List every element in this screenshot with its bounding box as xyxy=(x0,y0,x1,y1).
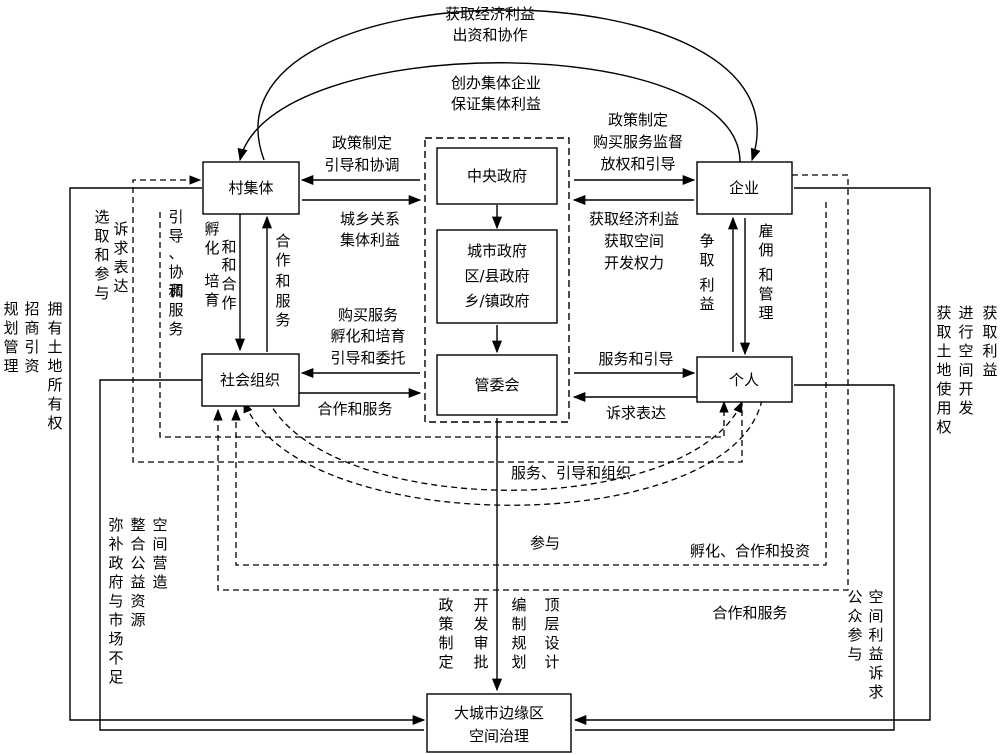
node-chengshi-2: 区/县政府 xyxy=(464,267,529,285)
label-qiye-to-geren-a: 雇佣 xyxy=(758,222,773,259)
label-gov-to-she-3: 引导和委托 xyxy=(330,349,405,367)
label-gov-to-cun-1: 政策制定 xyxy=(332,134,392,152)
label-she-to-cun-a: 合作 xyxy=(275,232,290,269)
label-qiye-to-gov-1: 获取经济利益 xyxy=(589,210,679,228)
node-shehuizuzhi: 社会组织 xyxy=(220,371,280,389)
label-cun-to-she-d: 和合作 xyxy=(221,256,236,312)
label-center-bottom-c: 开发审批 xyxy=(473,596,488,671)
label-fuhua-invest: 孵化、合作和投资 xyxy=(690,542,810,560)
label-cun-to-gov-1: 城乡关系 xyxy=(340,210,400,228)
label-qiye-to-geren-b: 和管理 xyxy=(758,266,773,322)
label-left-mid-c: 弥补政府与市场不足 xyxy=(108,516,123,686)
label-left-mid-a: 空间营造 xyxy=(152,516,167,591)
label-she-to-cun-c: 服务 xyxy=(275,292,290,329)
line-geren-to-target xyxy=(575,384,895,731)
label-cun-to-she-c: 培育 xyxy=(204,272,219,309)
label-gov-to-geren: 服务和引导 xyxy=(598,350,673,368)
dash-geren-to-she xyxy=(243,399,763,506)
label-top-outer-2: 出资和协作 xyxy=(452,26,527,44)
label-right-col3: 获取土地使用权 xyxy=(936,304,951,436)
line-cun-to-target xyxy=(69,187,426,726)
node-target-1: 大城市边缘区 xyxy=(454,704,544,722)
dash-qiye-to-she xyxy=(213,174,849,591)
label-center-bottom-d: 政策制定 xyxy=(438,596,453,671)
dash-geren-to-cun xyxy=(132,175,743,463)
node-target-2: 空间治理 xyxy=(469,727,529,745)
label-hezuo-fuwu: 合作和服务 xyxy=(712,604,787,622)
arrow-cun-to-qiye-outer xyxy=(257,9,761,162)
label-top-inner-1: 创办集体企业 xyxy=(451,74,541,92)
label-she-to-cun-b: 和 xyxy=(275,272,290,290)
label-right-col2: 进行空间开发 xyxy=(958,304,973,417)
label-gov-to-qiye-3: 放权和引导 xyxy=(600,155,675,173)
node-zhongyang-box xyxy=(436,147,558,205)
node-guanweihui: 管委会 xyxy=(474,376,519,394)
label-qiye-to-gov-3: 开发权力 xyxy=(604,254,664,272)
label-gov-to-she-1: 购买服务 xyxy=(338,306,398,324)
node-qiye: 企业 xyxy=(729,179,759,197)
dash-she-to-geren xyxy=(267,399,743,491)
label-geren-dash-b: 选取和参与 xyxy=(94,208,109,302)
label-geren-dash-a: 诉求表达 xyxy=(113,220,128,295)
arrow-qiye-to-cun-inner xyxy=(237,62,741,163)
label-geren-to-gov: 诉求表达 xyxy=(606,404,666,422)
label-gov-to-qiye-1: 政策制定 xyxy=(608,111,668,129)
label-right-col1: 获取利益 xyxy=(982,304,997,379)
label-gov-to-she-2: 孵化和培育 xyxy=(330,327,405,345)
label-cun-dash-a: 引导 xyxy=(168,208,183,245)
node-target-box xyxy=(426,693,572,753)
node-qiye-box xyxy=(696,161,793,215)
label-right-mid-b: 公众参与 xyxy=(847,588,862,663)
node-chengshi-box xyxy=(436,229,558,324)
node-chengshi-3: 乡/镇政府 xyxy=(464,292,529,310)
label-center-bottom-a: 顶层设计 xyxy=(544,596,559,671)
dash-qiye-incubate-she xyxy=(231,202,827,566)
label-top-outer-1: 获取经济利益 xyxy=(445,5,535,23)
label-cun-to-she-a: 孵化 xyxy=(204,220,219,257)
label-gov-to-qiye-2: 购买服务监督 xyxy=(593,133,683,151)
node-guanweihui-box xyxy=(436,354,558,416)
node-geren-box xyxy=(696,356,793,403)
label-geren-to-qiye-b: 利益 xyxy=(699,276,714,313)
line-qiye-to-target xyxy=(573,187,931,726)
label-geren-to-qiye-a: 争取 xyxy=(699,232,714,269)
label-gov-to-cun-2: 引导和协调 xyxy=(324,156,399,174)
label-right-mid-a: 空间利益诉求 xyxy=(868,588,883,701)
node-shehuizuzhi-box xyxy=(201,353,300,407)
node-zhongyang: 中央政府 xyxy=(467,167,527,185)
label-center-bottom-b: 编制规划 xyxy=(511,596,526,671)
label-cun-to-gov-2: 集体利益 xyxy=(340,231,400,249)
label-cun-to-she-b: 和 xyxy=(221,238,236,256)
label-cun-dash-c: 和服务 xyxy=(168,282,183,338)
label-left-col3: 规划管理 xyxy=(3,300,18,375)
node-chengshi-1: 城市政府 xyxy=(467,242,527,260)
label-left-col2: 招商引资 xyxy=(24,300,39,375)
dash-cun-to-geren xyxy=(159,212,729,438)
label-cun-dash-b: 、协调 xyxy=(168,244,183,300)
label-top-inner-2: 保证集体利益 xyxy=(451,95,541,113)
line-she-to-target xyxy=(99,379,424,731)
label-left-col1: 拥有土地所有权 xyxy=(47,300,62,432)
label-qiye-to-gov-2: 获取空间 xyxy=(604,232,664,250)
node-cunjiti: 村集体 xyxy=(228,179,273,197)
node-cunjiti-box xyxy=(202,161,300,215)
label-canyu: 参与 xyxy=(530,534,560,552)
node-geren: 个人 xyxy=(729,371,759,389)
label-she-to-gov: 合作和服务 xyxy=(317,400,392,418)
label-gwh-down: 服务、引导和组织 xyxy=(511,464,631,482)
label-left-mid-b: 整合公益资源 xyxy=(130,516,145,629)
